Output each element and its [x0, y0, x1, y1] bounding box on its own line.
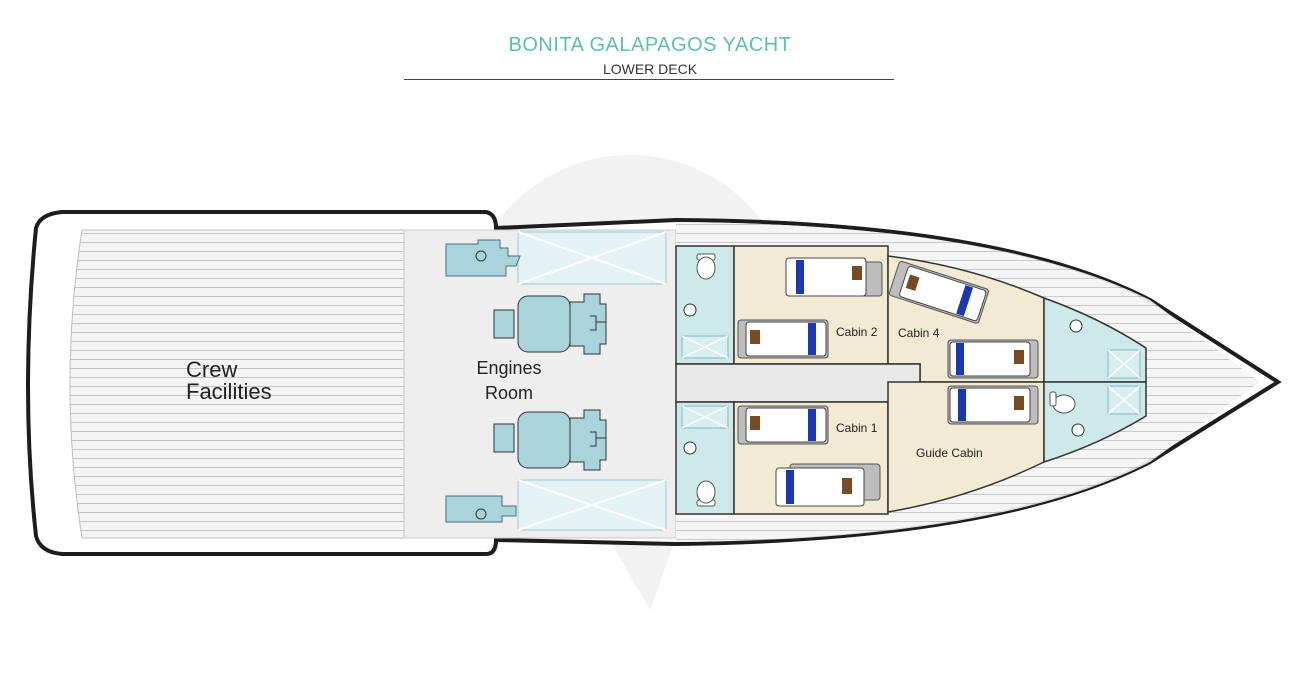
shower-bow-lower [1107, 385, 1141, 415]
bed-cabin4-lower [947, 339, 1039, 379]
crew-label-line2: Facilities [186, 379, 272, 404]
engines-label-line2: Room [485, 383, 533, 403]
toilet-icon [1049, 391, 1076, 414]
bed-cabin2-upper [785, 257, 883, 297]
sink-icon [683, 303, 1085, 455]
crew-label-line1: Crew [186, 357, 237, 382]
cabin1-label: Cabin 1 [836, 421, 878, 435]
engine-lower [493, 409, 607, 471]
tank-upper [517, 231, 667, 285]
toilet-icon [696, 480, 716, 507]
engines-label-line1: Engines [476, 358, 541, 378]
deck-subtitle: LOWER DECK [602, 61, 698, 77]
title-divider [404, 79, 894, 80]
bed-cabin1-lower [775, 463, 881, 507]
page-title: BONITA GALAPAGOS YACHT [508, 34, 792, 56]
guide-cabin-label: Guide Cabin [916, 446, 983, 460]
cabin2-label: Cabin 2 [836, 325, 878, 339]
bed-cabin4-upper [888, 260, 989, 324]
engine-upper [493, 293, 607, 355]
shower-upper [681, 335, 729, 359]
bed-guide-upper [947, 385, 1039, 425]
toilet-icon [696, 253, 716, 280]
shower-bow-upper [1107, 349, 1141, 379]
cabin4-label: Cabin 4 [898, 326, 940, 340]
crew-deck-planking [69, 229, 405, 539]
generator-upper [445, 239, 521, 277]
bed-cabin1-upper [737, 405, 829, 445]
header: BONITA GALAPAGOS YACHT LOWER DECK [0, 0, 1300, 90]
generator-lower [445, 495, 517, 523]
shower-lower [681, 405, 729, 429]
bed-cabin2-lower [737, 319, 829, 359]
tank-lower [517, 479, 667, 531]
